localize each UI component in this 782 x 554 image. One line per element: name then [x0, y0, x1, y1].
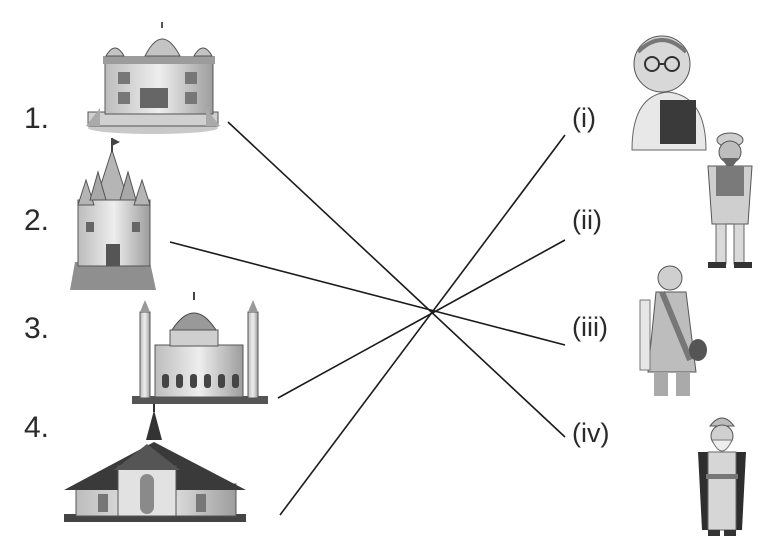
- church-icon: [64, 404, 246, 522]
- label-1: 1.: [24, 102, 50, 135]
- label-4: 4.: [24, 411, 50, 444]
- label-3: 3.: [24, 312, 50, 345]
- mosque-icon: [132, 292, 268, 404]
- sikh-elder-icon: [698, 417, 746, 536]
- label-i: (i): [572, 103, 596, 133]
- gurudwara-icon: [86, 22, 220, 134]
- label-ii: (ii): [572, 205, 602, 235]
- temple-icon: [70, 138, 156, 290]
- line-4-to-i: [279, 134, 566, 516]
- label-iii: (iii): [572, 312, 608, 342]
- line-1-to-iv: [227, 121, 566, 438]
- hindu-woman-icon: [639, 265, 707, 396]
- line-2-to-iii: [169, 241, 566, 346]
- matching-lines: [169, 121, 566, 516]
- label-iv: (iv): [572, 418, 610, 448]
- label-2: 2.: [24, 204, 50, 237]
- line-3-to-ii: [277, 239, 566, 399]
- priest-icon: [631, 35, 707, 151]
- muslim-man-icon: [707, 132, 753, 268]
